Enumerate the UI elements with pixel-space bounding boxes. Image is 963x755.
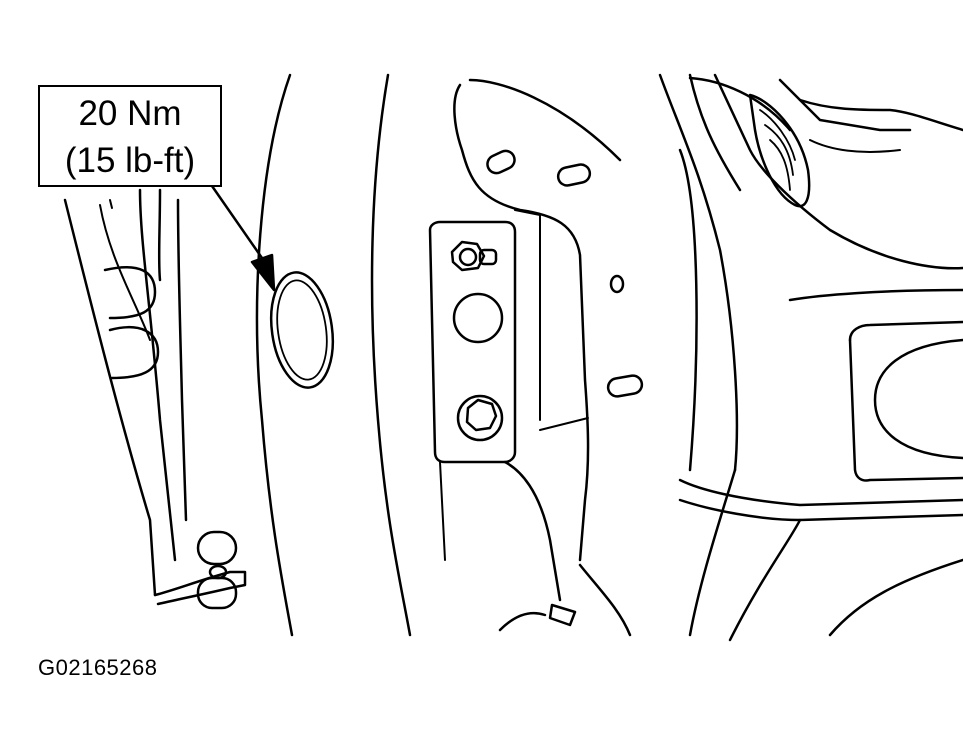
leader-arrowhead <box>252 255 274 290</box>
torque-value-lbft: (15 lb-ft) <box>64 141 196 180</box>
torque-callout: 20 Nm (15 lb-ft) <box>38 85 222 187</box>
access-plug <box>264 268 340 391</box>
lower-bolt <box>458 396 502 440</box>
door-edge <box>65 190 186 595</box>
center-hole <box>454 294 502 342</box>
figure-id: G02165268 <box>38 655 158 680</box>
door-check-strap <box>155 532 245 608</box>
pillar-contour <box>257 75 410 635</box>
air-vent <box>750 95 809 206</box>
lower-body-lines <box>500 470 963 635</box>
latch-panel <box>430 80 620 600</box>
slot-holes <box>485 148 644 625</box>
callout-leader <box>212 186 274 290</box>
trim-panel <box>680 150 963 640</box>
quarter-panel <box>660 75 963 470</box>
upper-stud-bolt <box>452 242 496 270</box>
torque-value-nm: 20 Nm <box>78 94 182 133</box>
